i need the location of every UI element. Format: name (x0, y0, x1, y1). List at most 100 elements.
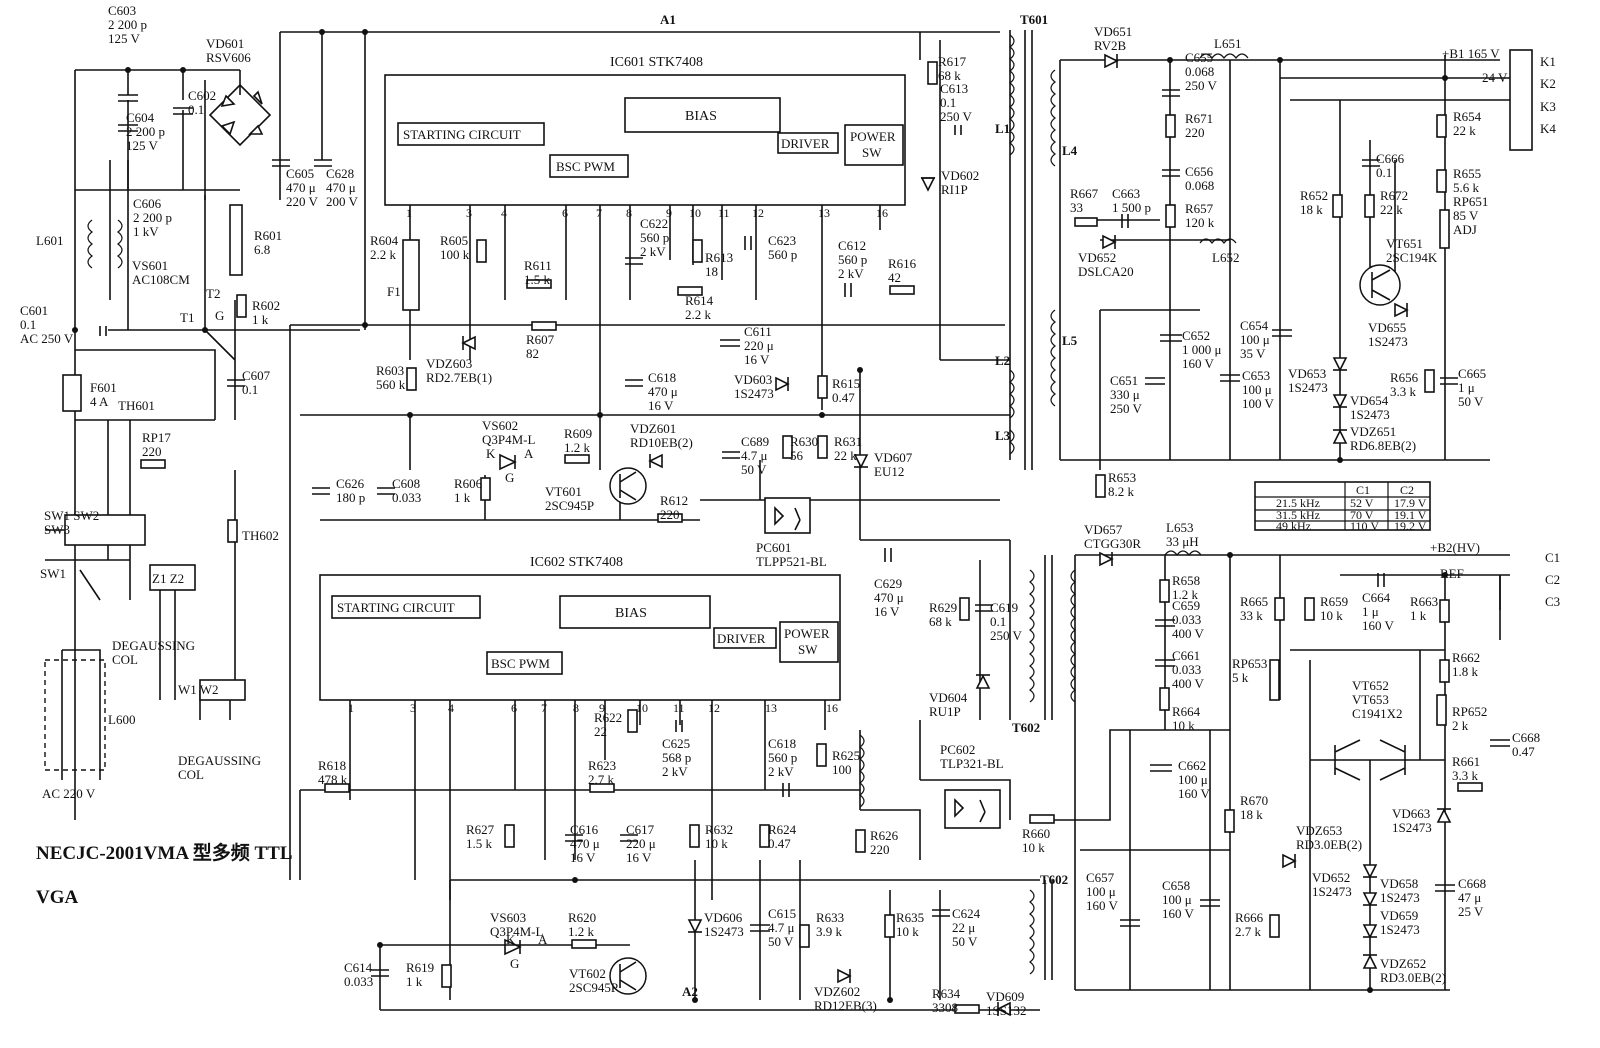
label-l601-ref: L601 (36, 233, 63, 248)
caption-line-2: VGA (36, 887, 79, 908)
label-k1-ref: K (486, 446, 496, 461)
label-vd651-value-1: RV2B (1094, 38, 1127, 53)
label-r657-value-1: 120 k (1185, 215, 1215, 230)
label-c661-value-2: 400 V (1172, 676, 1205, 691)
label-vd607-value-1: EU12 (874, 464, 904, 479)
label-c622-value-1: 560 p (640, 230, 669, 245)
label-r662-value-1: 1.8 k (1452, 664, 1479, 679)
transformer-t602-lower: T602 (1040, 872, 1068, 887)
label-c603-value-2: 125 V (108, 31, 141, 46)
label-r617-ref: R617 (938, 54, 967, 69)
ic601-pin-16: 16 (876, 206, 888, 220)
label-r654-value-1: 22 k (1453, 123, 1476, 138)
label-c654-value-2: 35 V (1240, 346, 1266, 361)
label-c668b-ref: C668 (1458, 876, 1486, 891)
ic601: IC601 STK7408 BIAS STARTING CIRCUIT BSC … (397, 55, 904, 220)
label-c614-value-1: 0.033 (344, 974, 373, 989)
label-c612-ref: C612 (838, 238, 866, 253)
table-header-c2: C2 (1400, 483, 1414, 497)
label-k2t-ref: K2 (1540, 76, 1556, 91)
label-c661-value-1: 0.033 (1172, 662, 1201, 677)
label-r632-value-1: 10 k (705, 836, 728, 851)
label-vt652-value-2: C1941X2 (1352, 706, 1403, 721)
label-r630-value-1: 56 (790, 448, 804, 463)
ic602-pin-4: 4 (448, 701, 454, 715)
label-vd604-ref: VD604 (929, 690, 968, 705)
label-c603-value-1: 2 200 p (108, 17, 147, 32)
label-c656-value-1: 0.068 (1185, 178, 1214, 193)
label-r656-value-1: 3.3 k (1390, 384, 1417, 399)
ic601-starting-circuit: STARTING CIRCUIT (403, 127, 521, 142)
label-c612-value-2: 2 kV (838, 266, 864, 281)
label-c618a-value-1: 470 μ (648, 384, 678, 399)
label-vd659-ref: VD659 (1380, 908, 1418, 923)
label-v24-ref: 24 V (1482, 70, 1508, 85)
label-c658-value-2: 160 V (1162, 906, 1195, 921)
label-r606-ref: R606 (454, 476, 483, 491)
label-deg2-value-1: COL (178, 767, 204, 782)
label-c652-value-1: 1 000 μ (1182, 342, 1222, 357)
label-c629-value-2: 16 V (874, 604, 900, 619)
ic602: IC602 STK7408 BIAS STARTING CIRCUIT BSC … (331, 555, 839, 715)
label-vd652-value-1: DSLCA20 (1078, 264, 1134, 279)
label-c628-value-2: 200 V (326, 194, 359, 209)
label-deg2-ref: DEGAUSSING (178, 753, 261, 768)
label-vd602-ref: VD602 (941, 168, 979, 183)
label-r626-value-1: 220 (870, 842, 890, 857)
transformer-t602-upper: T602 (1012, 720, 1040, 735)
label-c604-value-2: 125 V (126, 138, 159, 153)
label-c614-ref: C614 (344, 960, 373, 975)
label-r623-value-1: 2.7 k (588, 772, 615, 787)
ic602-pin-7: 7 (541, 701, 547, 715)
label-vdz601-ref: VDZ601 (630, 421, 676, 436)
label-c668b-value-2: 25 V (1458, 904, 1484, 919)
label-r652-value-1: 18 k (1300, 202, 1323, 217)
label-c617-value-2: 16 V (626, 850, 652, 865)
label-r662-ref: R662 (1452, 650, 1480, 665)
label-r659-ref: R659 (1320, 594, 1348, 609)
label-c602-value-1: 0.1 (188, 102, 204, 117)
label-r634-ref: R634 (932, 986, 961, 1001)
ic601-pin-12: 12 (752, 206, 764, 220)
table-cell: 110 V (1350, 519, 1379, 533)
label-r626-ref: R626 (870, 828, 899, 843)
label-c613-value-2: 250 V (940, 109, 973, 124)
label-c628-ref: C628 (326, 166, 354, 181)
label-r631-ref: R631 (834, 434, 862, 449)
ic602-pin-1: 1 (348, 701, 354, 715)
components (62, 29, 1533, 1017)
label-c623-value-1: 560 p (768, 247, 797, 262)
label-c613-ref: C613 (940, 81, 968, 96)
label-r615-ref: R615 (832, 376, 860, 391)
label-t1-ref: T1 (180, 310, 194, 325)
label-r667-ref: R667 (1070, 186, 1099, 201)
label-c689-value-1: 4.7 μ (741, 448, 768, 463)
label-c664-value-1: 1 μ (1362, 604, 1379, 619)
label-vd601-ref: VD601 (206, 36, 244, 51)
label-c624-ref: C624 (952, 906, 981, 921)
label-r664-ref: R664 (1172, 704, 1201, 719)
label-r625-value-1: 100 (832, 762, 852, 777)
ic602-driver: DRIVER (717, 631, 766, 646)
label-g3-ref: G (510, 956, 519, 971)
label-r612-value-1: 220 (660, 507, 680, 522)
label-pc602-ref: PC602 (940, 742, 975, 757)
table-cell: 19.1 V (1394, 508, 1427, 522)
label-r671-ref: R671 (1185, 111, 1213, 126)
label-c662-value-2: 160 V (1178, 786, 1211, 801)
label-vd658-ref: VD658 (1380, 876, 1418, 891)
label-vs603-ref: VS603 (490, 910, 526, 925)
table-cell: 70 V (1350, 508, 1374, 522)
ic602-pin-11: 11 (673, 701, 685, 715)
label-r624-ref: R624 (768, 822, 797, 837)
label-c607-ref: C607 (242, 368, 271, 383)
label-c619-value-1: 0.1 (990, 614, 1006, 629)
label-r624-value-1: 0.47 (768, 836, 791, 851)
label-c651-value-1: 330 μ (1110, 387, 1140, 402)
label-c1t-ref: C1 (1545, 550, 1560, 565)
label-r620-value-1: 1.2 k (568, 924, 595, 939)
ic602-bias: BIAS (615, 606, 647, 621)
label-vdz601-value-1: RD10EB(2) (630, 435, 693, 450)
label-vd657-value-1: CTGG30R (1084, 536, 1141, 551)
label-r658-ref: R658 (1172, 573, 1200, 588)
